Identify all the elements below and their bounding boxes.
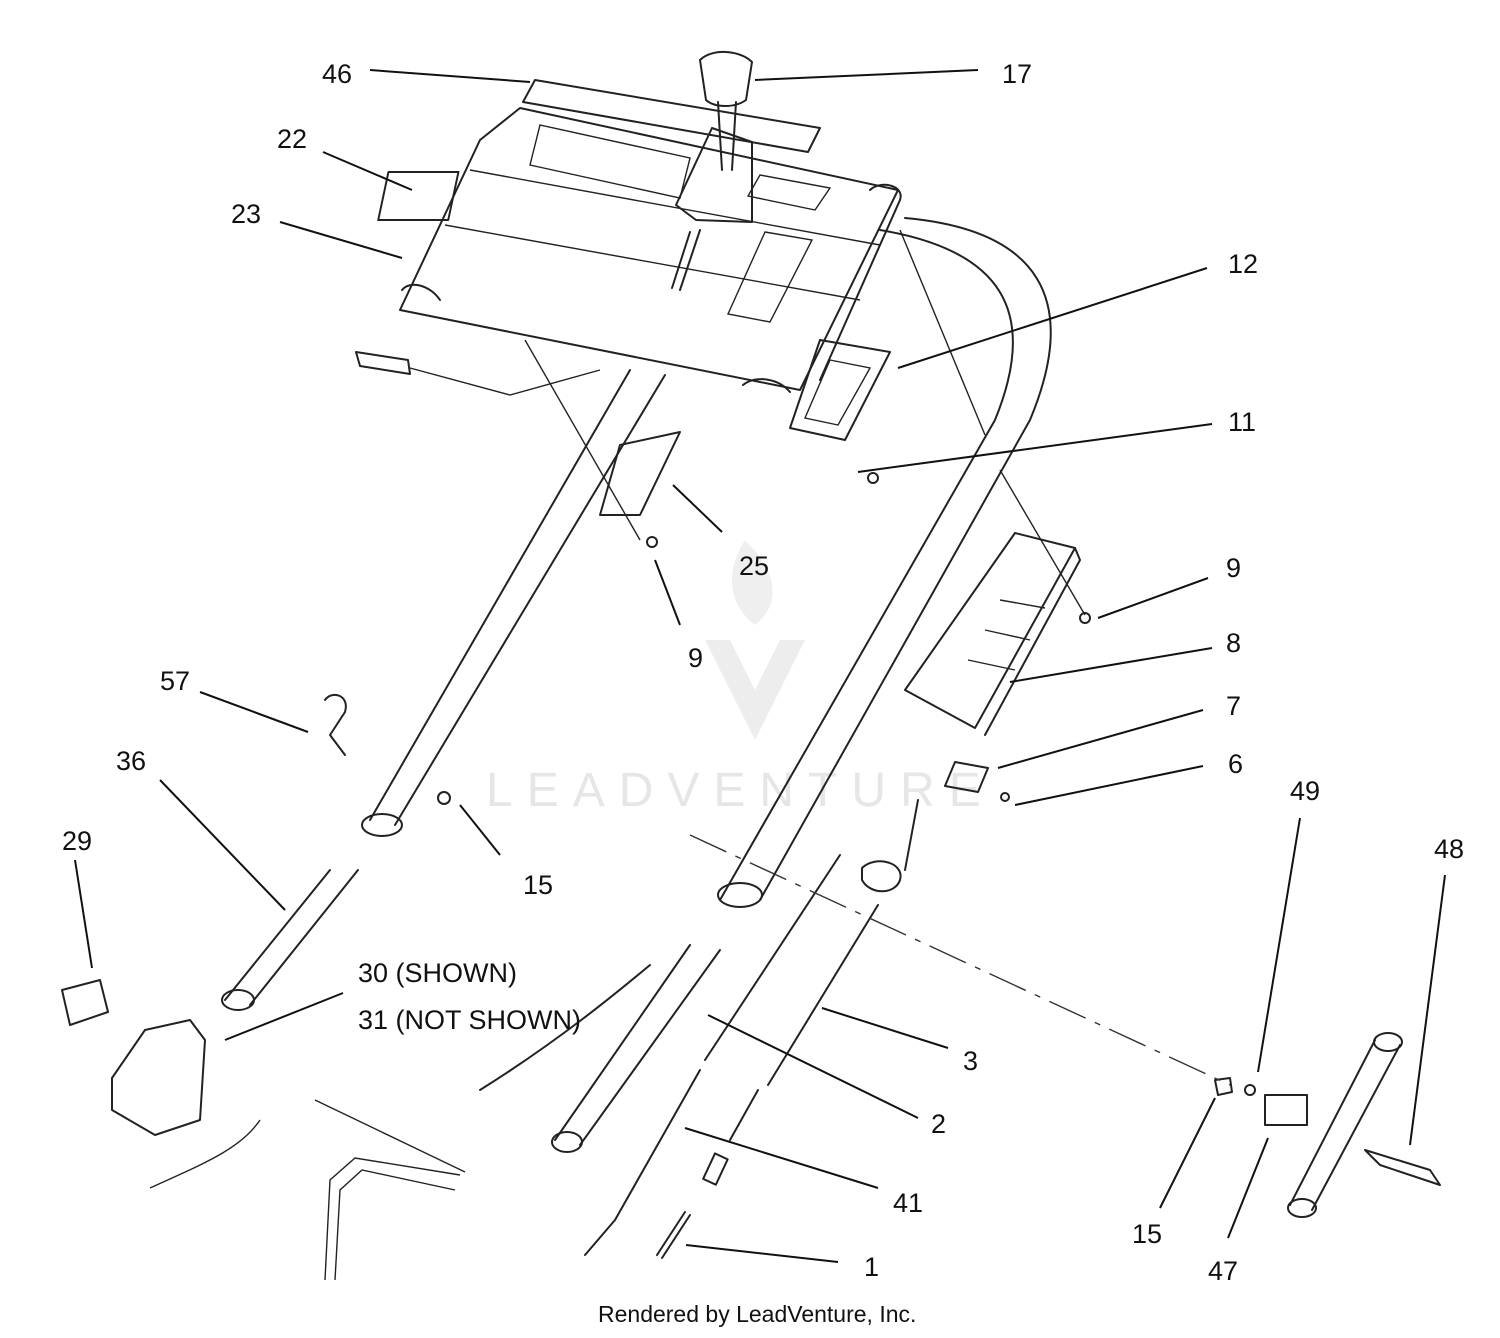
washer <box>1244 1084 1256 1096</box>
callout-label: 46 <box>322 59 352 89</box>
nut <box>1214 1077 1233 1096</box>
shift-rod <box>479 944 721 1153</box>
callout-label: 30 (SHOWN) <box>358 958 517 988</box>
callout-label: 11 <box>1228 407 1256 437</box>
callout-label: 36 <box>116 746 146 776</box>
callout-label: 3 <box>963 1046 978 1076</box>
screw <box>867 472 879 484</box>
callout-label: 22 <box>277 124 307 154</box>
shift-lever <box>671 51 753 291</box>
cable <box>704 799 919 1086</box>
callout-label: 15 <box>1132 1219 1162 1249</box>
carriage-bolt <box>355 351 411 375</box>
callout-label: 9 <box>1226 553 1241 583</box>
callout-label: 23 <box>231 199 261 229</box>
guide <box>599 431 681 516</box>
callout-label: 8 <box>1226 628 1241 658</box>
callout-label: 15 <box>523 870 553 900</box>
screw <box>1000 792 1010 802</box>
callout-label: 31 (NOT SHOWN) <box>358 1005 581 1035</box>
callout-label: 17 <box>1002 59 1032 89</box>
nut <box>437 791 451 805</box>
callout-labels: 46 17 22 23 12 11 25 9 9 8 7 6 57 36 29 … <box>62 59 1464 1286</box>
upper-handle <box>361 183 1052 908</box>
watermark-flame <box>731 540 773 625</box>
alignment-line <box>689 834 1231 1086</box>
callout-label: 57 <box>160 666 190 696</box>
callout-label: 7 <box>1226 691 1241 721</box>
callout-label: 9 <box>688 643 703 673</box>
shift-guide <box>904 532 1081 736</box>
leader-lines <box>74 69 1446 1263</box>
decal <box>377 171 460 221</box>
callout-label: 48 <box>1434 834 1464 864</box>
screw <box>1079 612 1091 624</box>
callout-label: 29 <box>62 826 92 856</box>
callout-label: 47 <box>1208 1256 1238 1286</box>
spring <box>656 1211 691 1259</box>
callout-label: 25 <box>739 551 769 581</box>
lower-tube <box>221 869 359 1011</box>
mower-housing <box>149 1099 466 1281</box>
lower-handle <box>1287 1032 1403 1218</box>
screw <box>646 536 658 548</box>
footer-credit: Rendered by LeadVenture, Inc. <box>598 1301 916 1327</box>
handle-bolt <box>1364 1149 1441 1186</box>
callout-label: 2 <box>931 1109 946 1139</box>
knob <box>61 979 109 1026</box>
callout-label: 6 <box>1228 749 1243 779</box>
watermark-text: LEADVENTURE <box>486 764 995 817</box>
decal-strip <box>522 79 821 153</box>
spacer <box>1264 1094 1308 1126</box>
bracket <box>789 339 891 441</box>
handle-bracket <box>111 1019 206 1136</box>
pivot-bracket <box>944 761 989 793</box>
bail <box>324 693 347 756</box>
callout-label: 49 <box>1290 776 1320 806</box>
callout-label: 41 <box>893 1188 923 1218</box>
lower-cable <box>584 1069 759 1256</box>
watermark-logo <box>705 640 805 740</box>
control-panel <box>399 107 899 393</box>
callout-label: 1 <box>864 1252 879 1282</box>
callout-label: 12 <box>1228 249 1258 279</box>
watermark: LEADVENTURE <box>486 540 995 817</box>
